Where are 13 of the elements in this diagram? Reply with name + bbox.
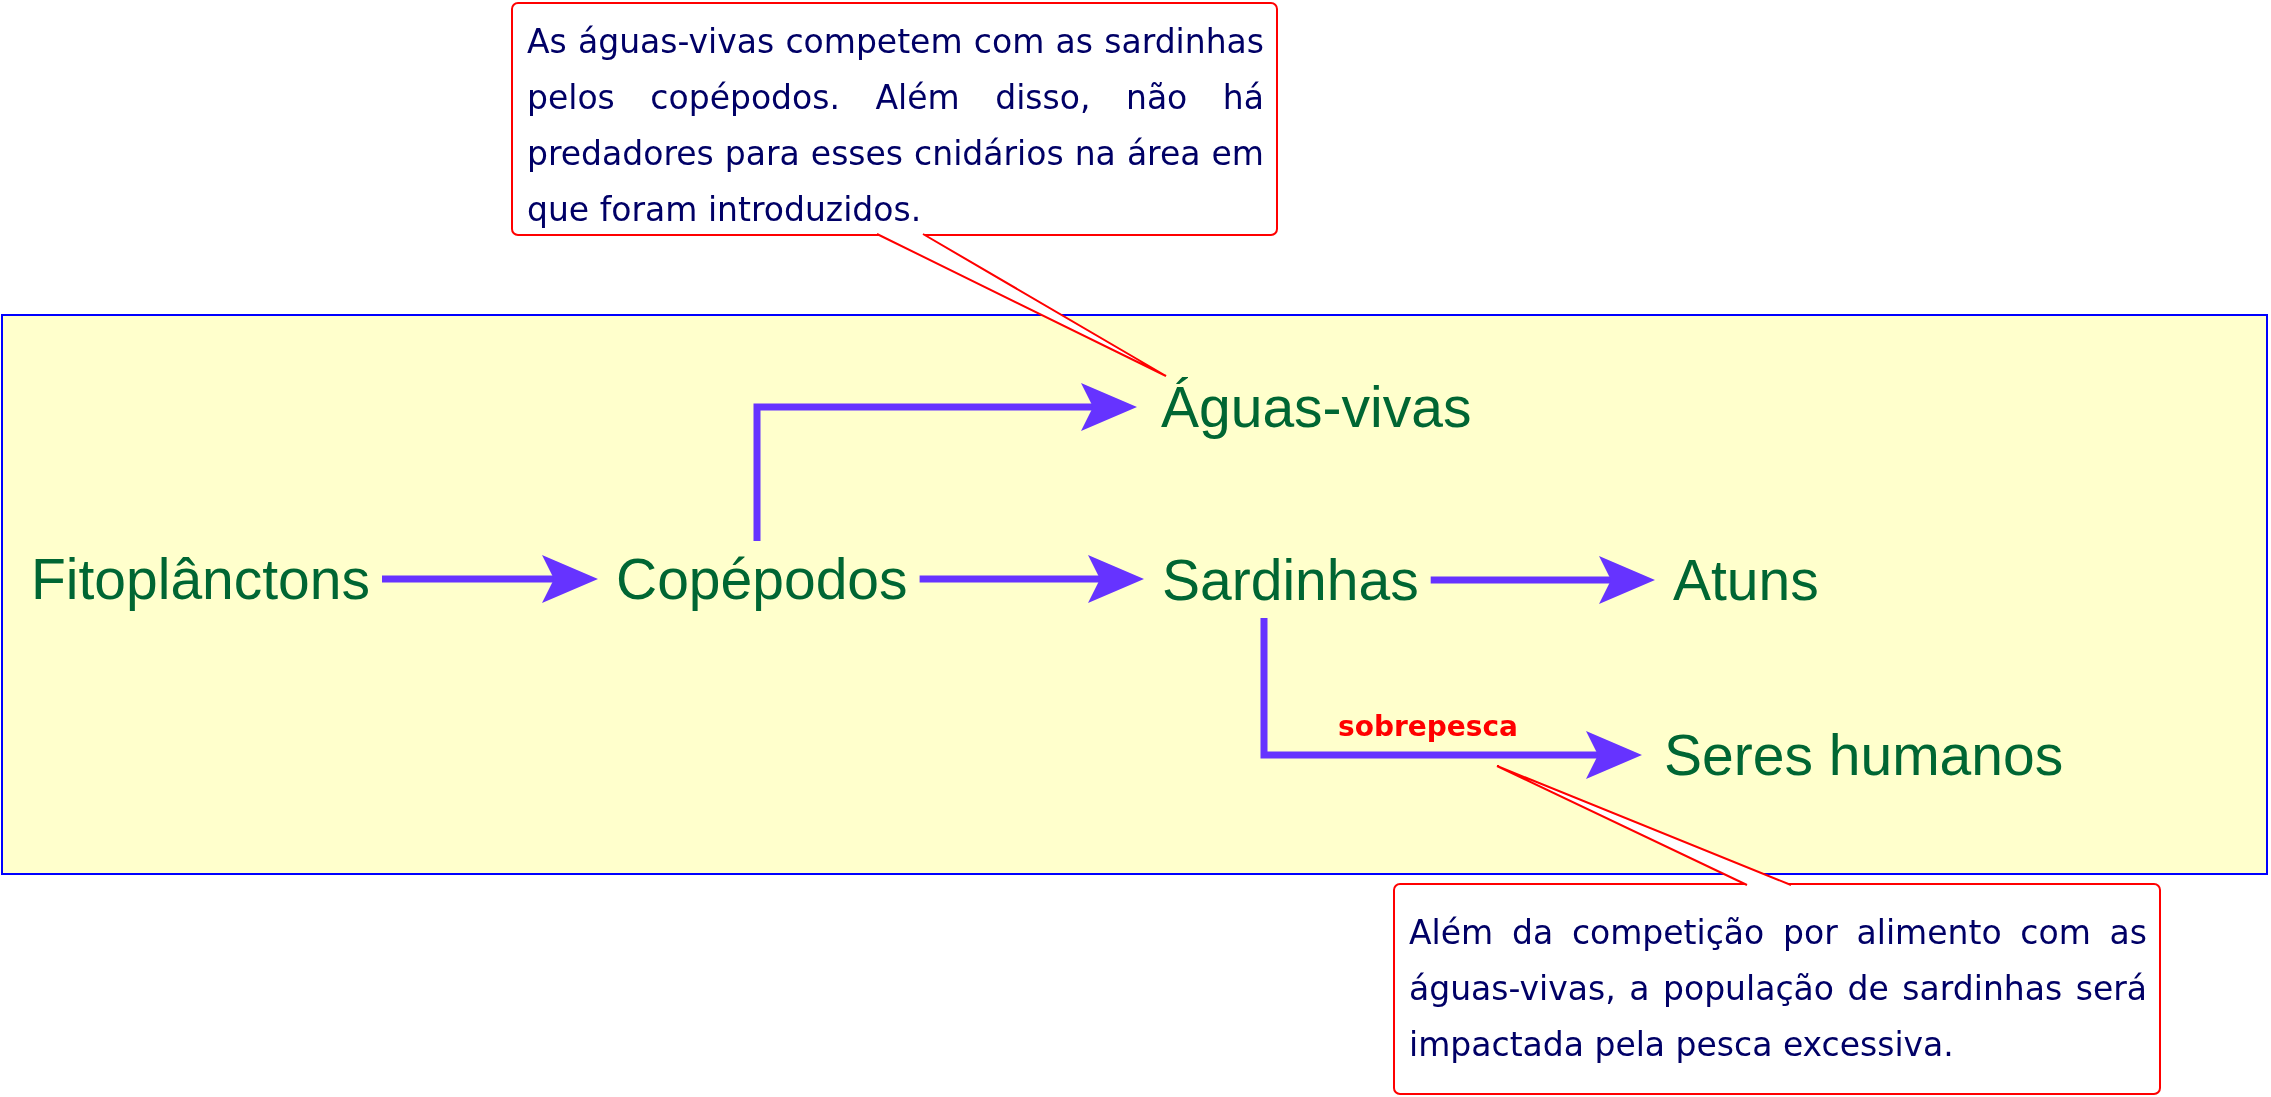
organism-label: Águas-vivas (1161, 375, 1472, 439)
callout-text: As águas-vivas competem com as sardinhas pelos copépodos. Além disso, não há predadores para esses cnidários na área em que foram introduzidos. (527, 21, 1264, 231)
diagram-panel (1, 314, 2268, 875)
organism-label: Fitoplânctons (31, 547, 371, 611)
arrow (1430, 556, 1655, 604)
organism-label: Seres humanos (1664, 723, 2064, 787)
organism-label: Atuns (1673, 548, 1819, 612)
organism-label: Copépodos (616, 547, 908, 611)
callout-tail (876, 233, 1167, 377)
organism-label: Sardinhas (1162, 548, 1419, 612)
arrow (919, 555, 1144, 603)
callout-text: Além da competição por alimento com as águas-vivas, a população de sardinhas será impactada pela pesca excessiva. (1409, 912, 2147, 1066)
callout-tail (1496, 765, 1792, 886)
